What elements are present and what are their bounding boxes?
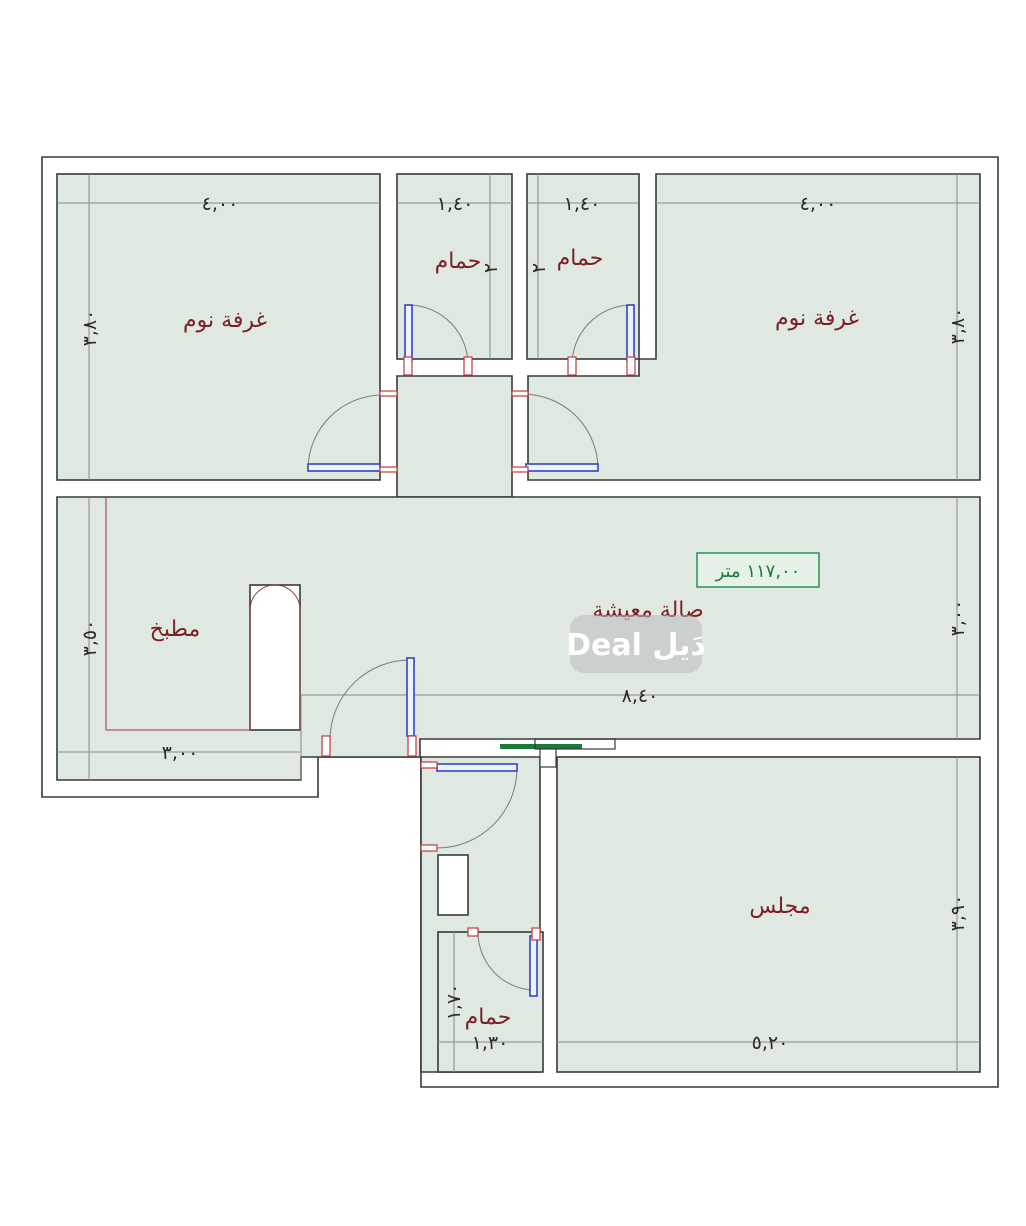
bathroom-3-room bbox=[437, 931, 544, 1073]
bedroom-left-room bbox=[56, 173, 381, 481]
area-box bbox=[696, 552, 820, 588]
kitchen-counter bbox=[249, 584, 301, 731]
label-bedroom-left: غرفة نوم bbox=[183, 308, 267, 333]
label-kitchen: مطبخ bbox=[150, 617, 201, 642]
kitchen-outline bbox=[105, 497, 301, 731]
watermark-text: Deal دَيل bbox=[566, 628, 706, 663]
dim-kitchen-depth: ٣,٥٠ bbox=[79, 620, 101, 657]
door-bathroom-2 bbox=[567, 304, 636, 376]
bedroom-right-room bbox=[527, 173, 981, 481]
dim-bath1-depth: ٢ bbox=[480, 263, 502, 273]
dim-living-width: ٨,٤٠ bbox=[622, 685, 659, 707]
dim-bed-left-depth: ٣,٨٠ bbox=[79, 310, 101, 347]
dim-bath1-width: ١,٤٠ bbox=[437, 193, 474, 215]
door-entry bbox=[420, 761, 518, 852]
dim-bed-left-width: ٤,٠٠ bbox=[202, 193, 239, 215]
dim-bed-right-depth: ٣,٨٠ bbox=[947, 308, 969, 345]
majlis-room bbox=[556, 756, 981, 1073]
entry-partition bbox=[437, 854, 469, 916]
door-bathroom-1 bbox=[403, 304, 473, 376]
watermark-badge bbox=[570, 615, 702, 673]
label-bathroom-1: حمام bbox=[435, 249, 482, 274]
bathroom-1-room bbox=[396, 173, 513, 360]
dim-bath2-width: ١,٤٠ bbox=[564, 193, 601, 215]
dim-kitchen-width: ٣,٠٠ bbox=[162, 742, 199, 764]
label-bathroom-3: حمام bbox=[465, 1005, 512, 1030]
dim-living-depth: ٣,٠٠ bbox=[947, 600, 969, 637]
area-label: ١١٧,٠٠ متر bbox=[715, 561, 801, 582]
door-kitchen bbox=[321, 657, 417, 757]
label-bathroom-2: حمام bbox=[557, 246, 604, 271]
door-bedroom-left bbox=[307, 390, 398, 473]
dimension-lines bbox=[57, 174, 980, 1072]
label-majlis: مجلس bbox=[749, 894, 810, 919]
door-bathroom-3 bbox=[467, 927, 541, 997]
dim-majlis-depth: ٣,٩٠ bbox=[947, 895, 969, 932]
dim-bed-right-width: ٤,٠٠ bbox=[800, 193, 837, 215]
dim-majlis-width: ٥,٢٠ bbox=[752, 1032, 789, 1054]
bathroom-2-room bbox=[526, 173, 640, 360]
dim-bath3-width: ١,٣٠ bbox=[472, 1032, 509, 1054]
dim-bath3-depth: ١,٧٠ bbox=[443, 984, 465, 1021]
door-bedroom-right bbox=[511, 390, 599, 473]
dim-bath2-depth: ٢ bbox=[528, 263, 550, 273]
corridor-room bbox=[396, 375, 513, 498]
label-bedroom-right: غرفة نوم bbox=[775, 306, 859, 331]
main-entrance bbox=[500, 738, 616, 768]
